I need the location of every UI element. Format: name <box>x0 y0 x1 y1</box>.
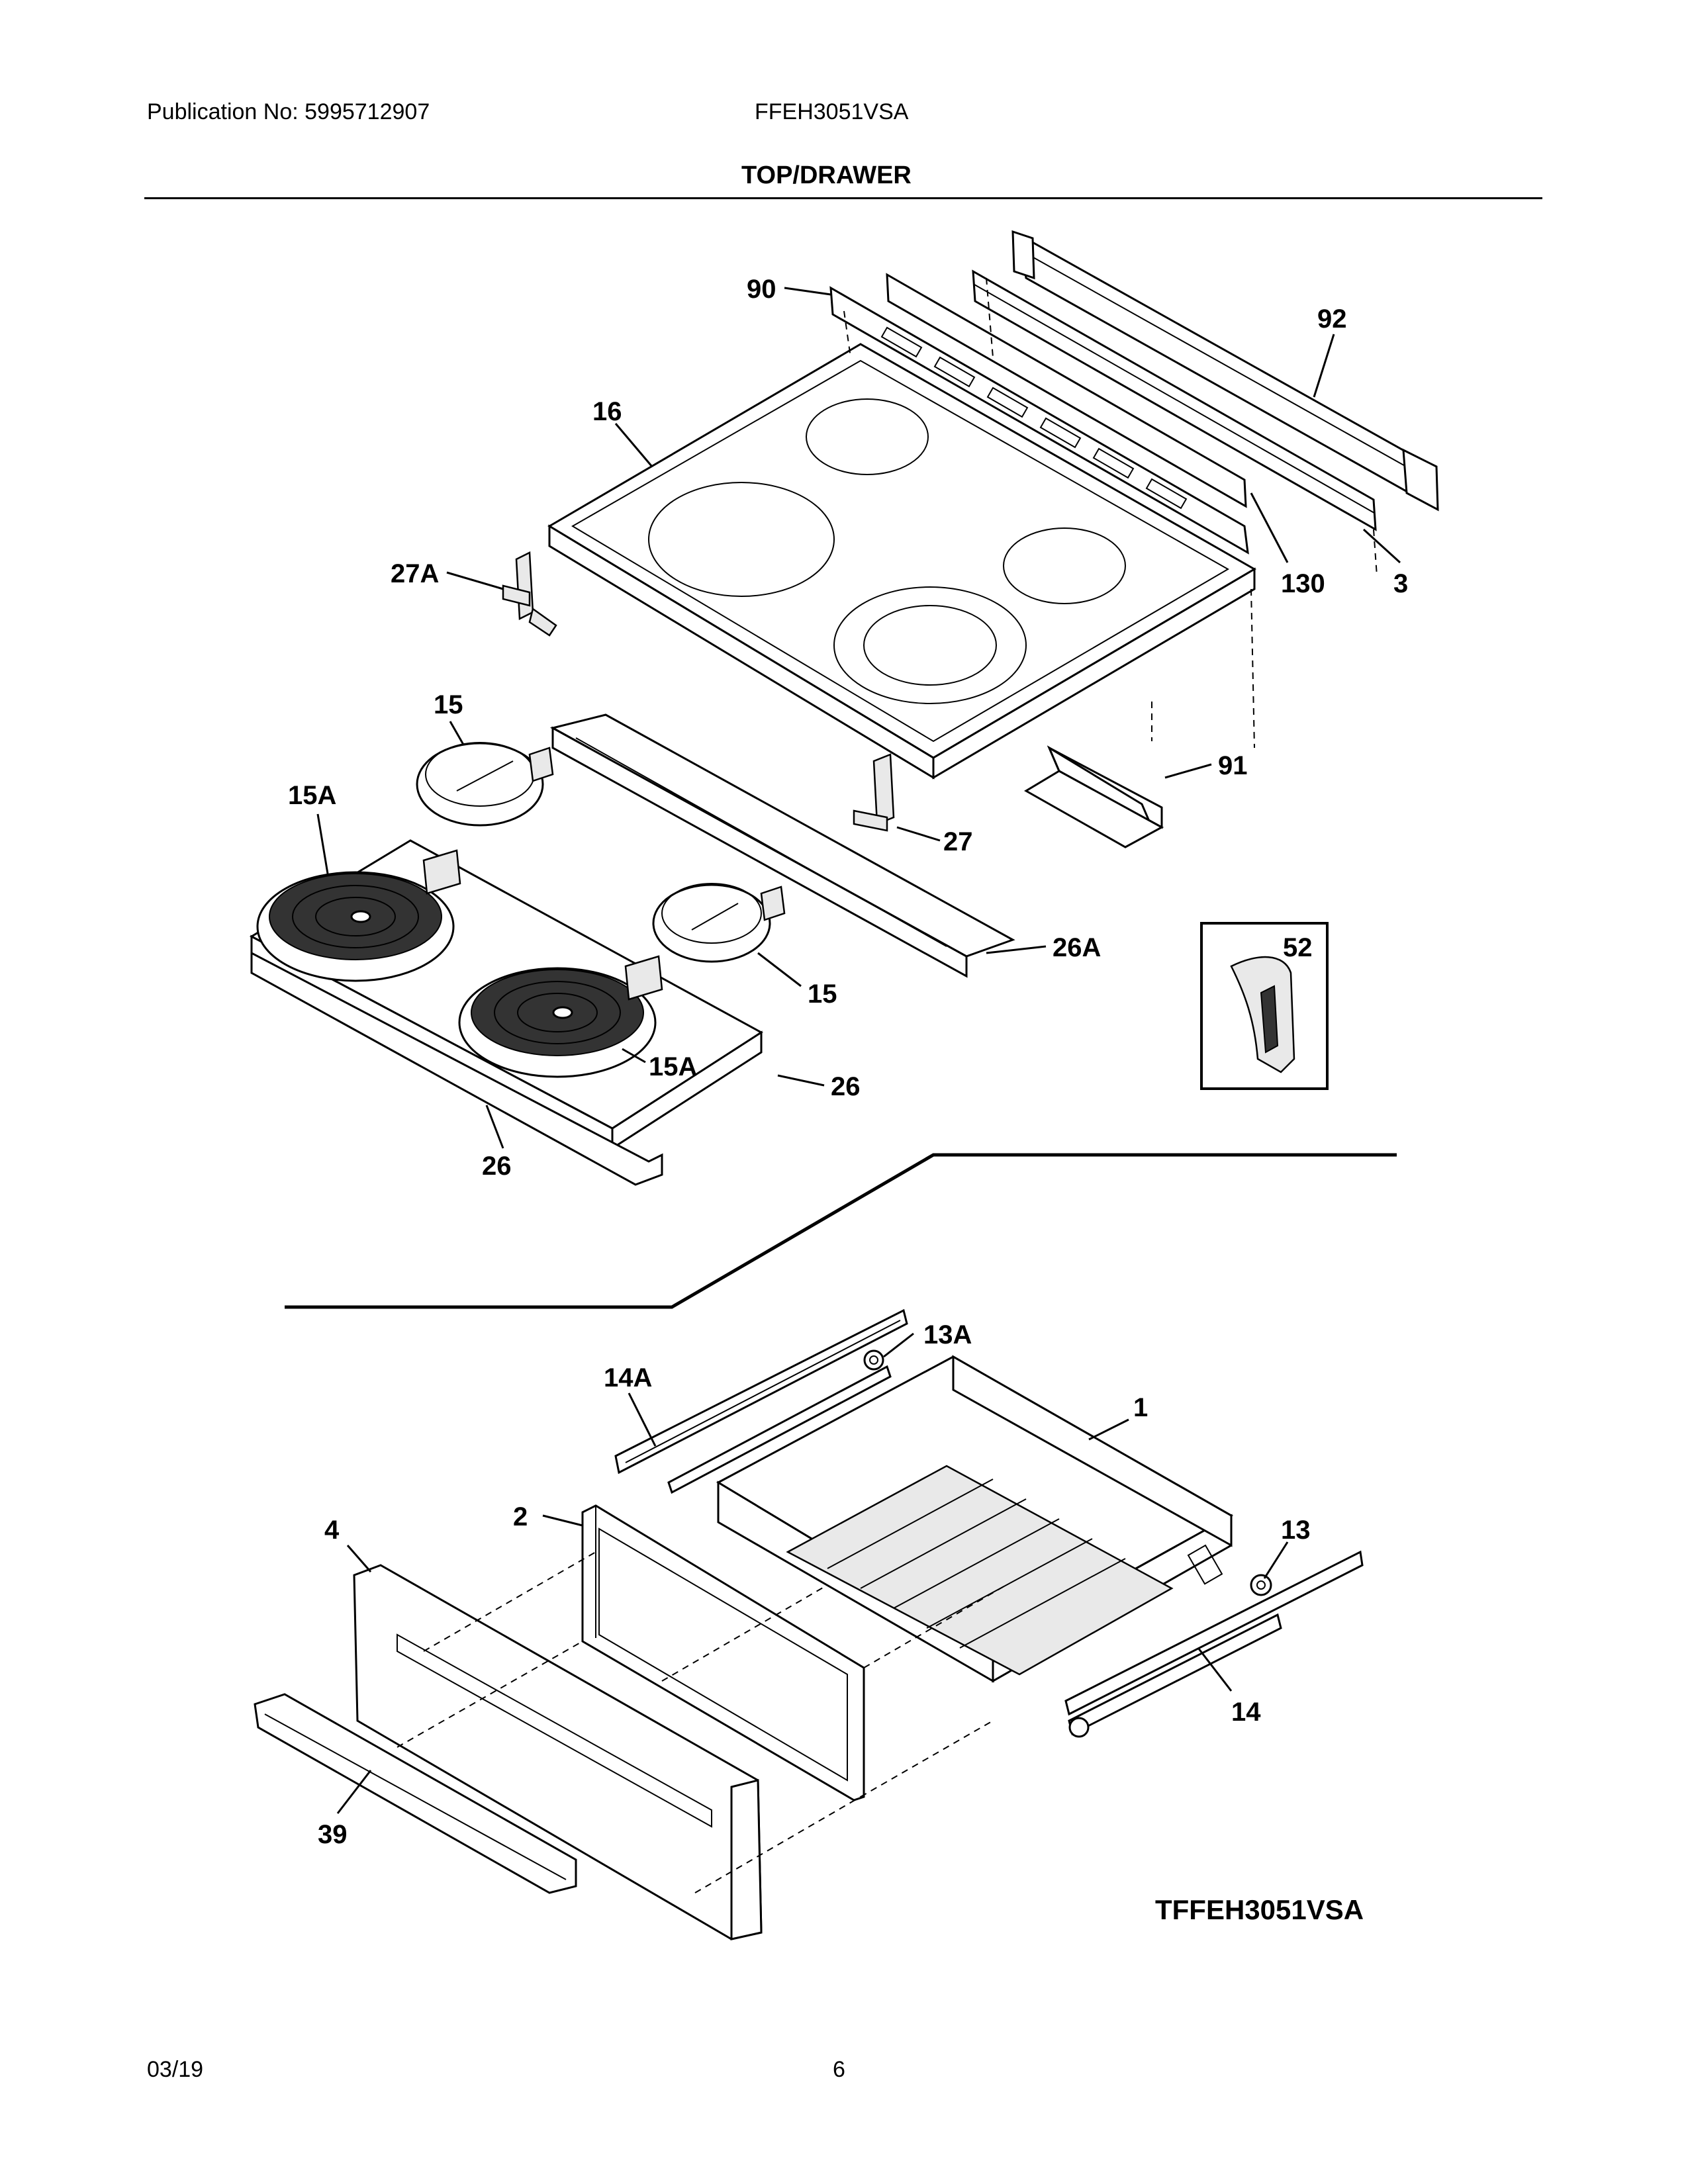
model-number: FFEH3051VSA <box>755 99 909 124</box>
radiant-element-part-15a-right <box>458 955 663 1078</box>
leader-lines <box>316 287 1401 1814</box>
callout-26-right: 26 <box>831 1072 861 1101</box>
drawer-handle-part-39 <box>254 1693 577 1894</box>
callout-15a-left: 15A <box>288 781 336 810</box>
callout-27: 27 <box>943 827 973 856</box>
inner-panel-part-2 <box>581 1504 865 1801</box>
bracket-part-27a <box>502 551 557 637</box>
callout-1: 1 <box>1133 1393 1148 1422</box>
cooktop-glass-part-16 <box>547 343 1256 780</box>
callout-92: 92 <box>1317 304 1347 334</box>
footer-page-number: 6 <box>833 2057 845 2082</box>
rail-part-130 <box>886 273 1247 508</box>
diagram-code: TFFEH3051VSA <box>1155 1894 1364 1925</box>
callout-13: 13 <box>1281 1516 1311 1545</box>
roller-part-13a <box>667 1349 892 1494</box>
callout-26-bottom: 26 <box>482 1152 512 1181</box>
roller-part-13 <box>1068 1574 1272 1738</box>
callout-15-upper: 15 <box>434 690 463 719</box>
section-title: TOP/DRAWER <box>741 161 912 189</box>
callout-90: 90 <box>747 275 776 304</box>
publication-number: Publication No: 5995712907 <box>147 99 430 124</box>
radiant-element-part-15-lower <box>652 883 786 963</box>
radiant-element-part-15-upper <box>416 742 554 827</box>
drawer-slide-part-14a <box>614 1308 908 1475</box>
section-divider <box>285 1153 1397 1309</box>
radiant-element-part-15a-left <box>256 849 461 982</box>
bracket-part-27 <box>853 753 895 832</box>
strap-part-26 <box>250 951 663 1186</box>
callout-16: 16 <box>592 397 622 426</box>
callout-3: 3 <box>1393 569 1408 598</box>
footer-date: 03/19 <box>147 2057 204 2082</box>
callout-4: 4 <box>324 1516 340 1545</box>
callout-52: 52 <box>1283 933 1313 962</box>
callout-2: 2 <box>513 1502 528 1531</box>
vent-trim-part-90 <box>829 286 1249 555</box>
callout-91: 91 <box>1218 751 1248 780</box>
rail-part-3 <box>972 269 1377 531</box>
callout-27a: 27A <box>391 559 439 588</box>
rear-trim-part-92 <box>1011 230 1439 512</box>
shield-part-91 <box>1024 745 1164 848</box>
drawer-front-part-4 <box>353 1564 763 1940</box>
drawer-box-part-1 <box>716 1355 1234 1683</box>
callout-15a-right: 15A <box>649 1052 697 1081</box>
callout-39: 39 <box>318 1820 348 1849</box>
header-rule <box>144 197 1542 199</box>
support-part-26a <box>549 713 1015 978</box>
callout-130: 130 <box>1281 569 1325 598</box>
inset-box-part-52 <box>1200 922 1329 1090</box>
callout-26a: 26A <box>1053 933 1101 962</box>
callout-14: 14 <box>1231 1698 1261 1727</box>
callout-13a: 13A <box>923 1320 972 1349</box>
callout-14a: 14A <box>604 1363 652 1392</box>
callout-15-lower: 15 <box>808 979 837 1009</box>
